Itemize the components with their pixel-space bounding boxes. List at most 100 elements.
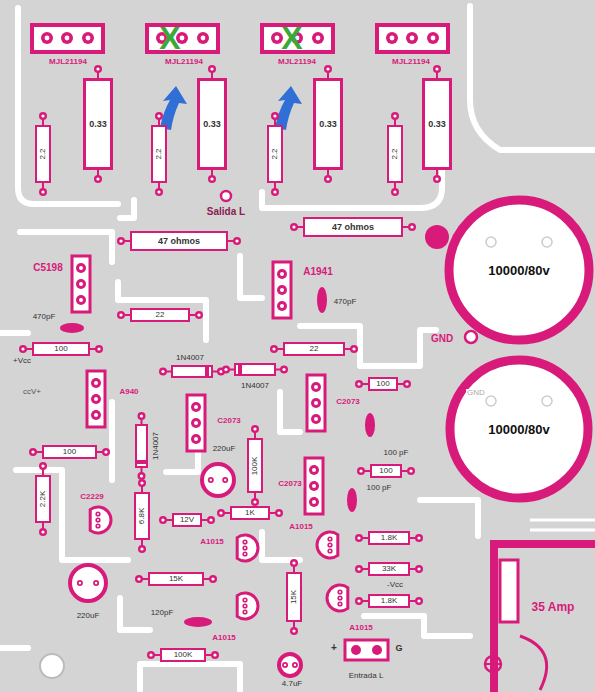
drill-hole <box>292 629 295 632</box>
solder-pad <box>208 477 214 483</box>
board-note: X <box>158 22 181 54</box>
drill-hole <box>94 397 98 401</box>
part-name: C2073 <box>277 480 303 488</box>
drill-hole <box>41 114 44 117</box>
board-note: -Vcc <box>386 581 404 589</box>
resistor-body: 0.33 <box>422 78 452 170</box>
solder-pad <box>61 32 73 44</box>
part-name: A1015 <box>199 538 225 546</box>
drill-hole <box>197 313 200 316</box>
drill-hole <box>405 382 408 385</box>
solder-pad <box>95 511 100 516</box>
solder-pad <box>311 414 321 424</box>
drill-hole <box>329 538 331 540</box>
solder-pad <box>159 368 167 376</box>
solder-pad <box>355 565 363 573</box>
diode-body <box>235 364 275 375</box>
part-value: 22 <box>310 345 319 353</box>
board-note: 1N4007 <box>175 354 205 362</box>
drill-hole <box>97 347 100 350</box>
drill-hole <box>211 577 214 580</box>
solder-pad <box>39 528 47 536</box>
solder-pad <box>197 32 209 44</box>
drill-hole <box>435 177 438 180</box>
isolation-gaps <box>0 6 595 690</box>
drill-hole <box>393 114 396 117</box>
part-value: 100K <box>174 651 193 659</box>
transistor-body <box>147 25 218 52</box>
filter-capacitor: 10000/80v <box>445 355 593 503</box>
drill-hole <box>119 313 122 316</box>
solder-pad <box>217 509 225 517</box>
transistor-body <box>87 371 105 427</box>
solder-pad <box>191 402 201 412</box>
drill-hole <box>357 536 360 539</box>
capacitor-hole <box>486 396 496 406</box>
drill-hole <box>140 474 143 477</box>
solder-pad <box>277 269 287 279</box>
solder-pad <box>117 237 125 245</box>
resistor-body: 6.8K <box>134 492 150 540</box>
diode <box>222 364 288 375</box>
solder-pad <box>76 279 86 289</box>
resistor-body: 12V <box>172 513 202 527</box>
power-transistor <box>32 25 103 52</box>
drill-hole <box>292 561 295 564</box>
part-value: 1.8K <box>381 534 397 542</box>
ceramic-capacitor <box>365 413 375 437</box>
drill-hole <box>119 239 122 242</box>
drill-hole <box>409 469 412 472</box>
solder-pad <box>433 175 441 183</box>
part-value: 10000/80v <box>488 264 549 277</box>
drill-hole <box>284 664 286 666</box>
solder-pad <box>222 366 230 374</box>
solder-pad <box>251 425 259 433</box>
drill-hole <box>96 177 99 180</box>
drill-hole <box>282 368 285 371</box>
solder-pad <box>138 479 146 487</box>
board-note: 4.7uF <box>281 680 303 688</box>
part-value: 6.8K <box>138 508 146 524</box>
transistor-body <box>317 532 338 558</box>
part-value: 47 ohmos <box>332 223 374 232</box>
solder-pad <box>282 662 288 668</box>
part-value: 47 ohmos <box>158 237 200 246</box>
drill-hole <box>224 479 226 481</box>
component-symbols <box>19 25 448 676</box>
part-value: 10000/80v <box>488 423 549 436</box>
solder-pad <box>407 467 415 475</box>
isolation-gap <box>262 150 442 208</box>
driver-transistor <box>187 395 205 451</box>
solder-pad <box>242 597 247 602</box>
solder-pad <box>19 345 27 353</box>
part-name: C2073 <box>335 398 361 406</box>
drill-hole <box>149 653 152 656</box>
drill-hole <box>210 177 213 180</box>
isolation-gap <box>20 232 112 262</box>
drill-hole <box>357 567 360 570</box>
solder-pad <box>191 434 201 444</box>
board-note: 100 pF <box>366 484 393 492</box>
drill-hole <box>272 347 275 350</box>
solder-pad <box>391 112 399 120</box>
drill-hole <box>41 530 44 533</box>
solder-pad <box>277 285 287 295</box>
resistor-body: 15K <box>148 572 204 586</box>
drill-hole <box>157 190 160 193</box>
board-note: Entrada L <box>348 672 385 680</box>
drill-hole <box>417 599 420 602</box>
part-value: 12V <box>180 516 194 524</box>
solder-pad <box>327 542 332 547</box>
isolation-gap <box>120 200 134 218</box>
drill-hole <box>314 385 318 389</box>
small-transistor <box>237 535 258 561</box>
ceramic-capacitor <box>60 323 84 333</box>
drill-hole <box>95 582 97 584</box>
solder-pad <box>355 534 363 542</box>
drill-hole <box>86 36 91 41</box>
solder-pad <box>251 498 259 506</box>
solder-pad <box>91 394 101 404</box>
solder-pad <box>415 565 423 573</box>
